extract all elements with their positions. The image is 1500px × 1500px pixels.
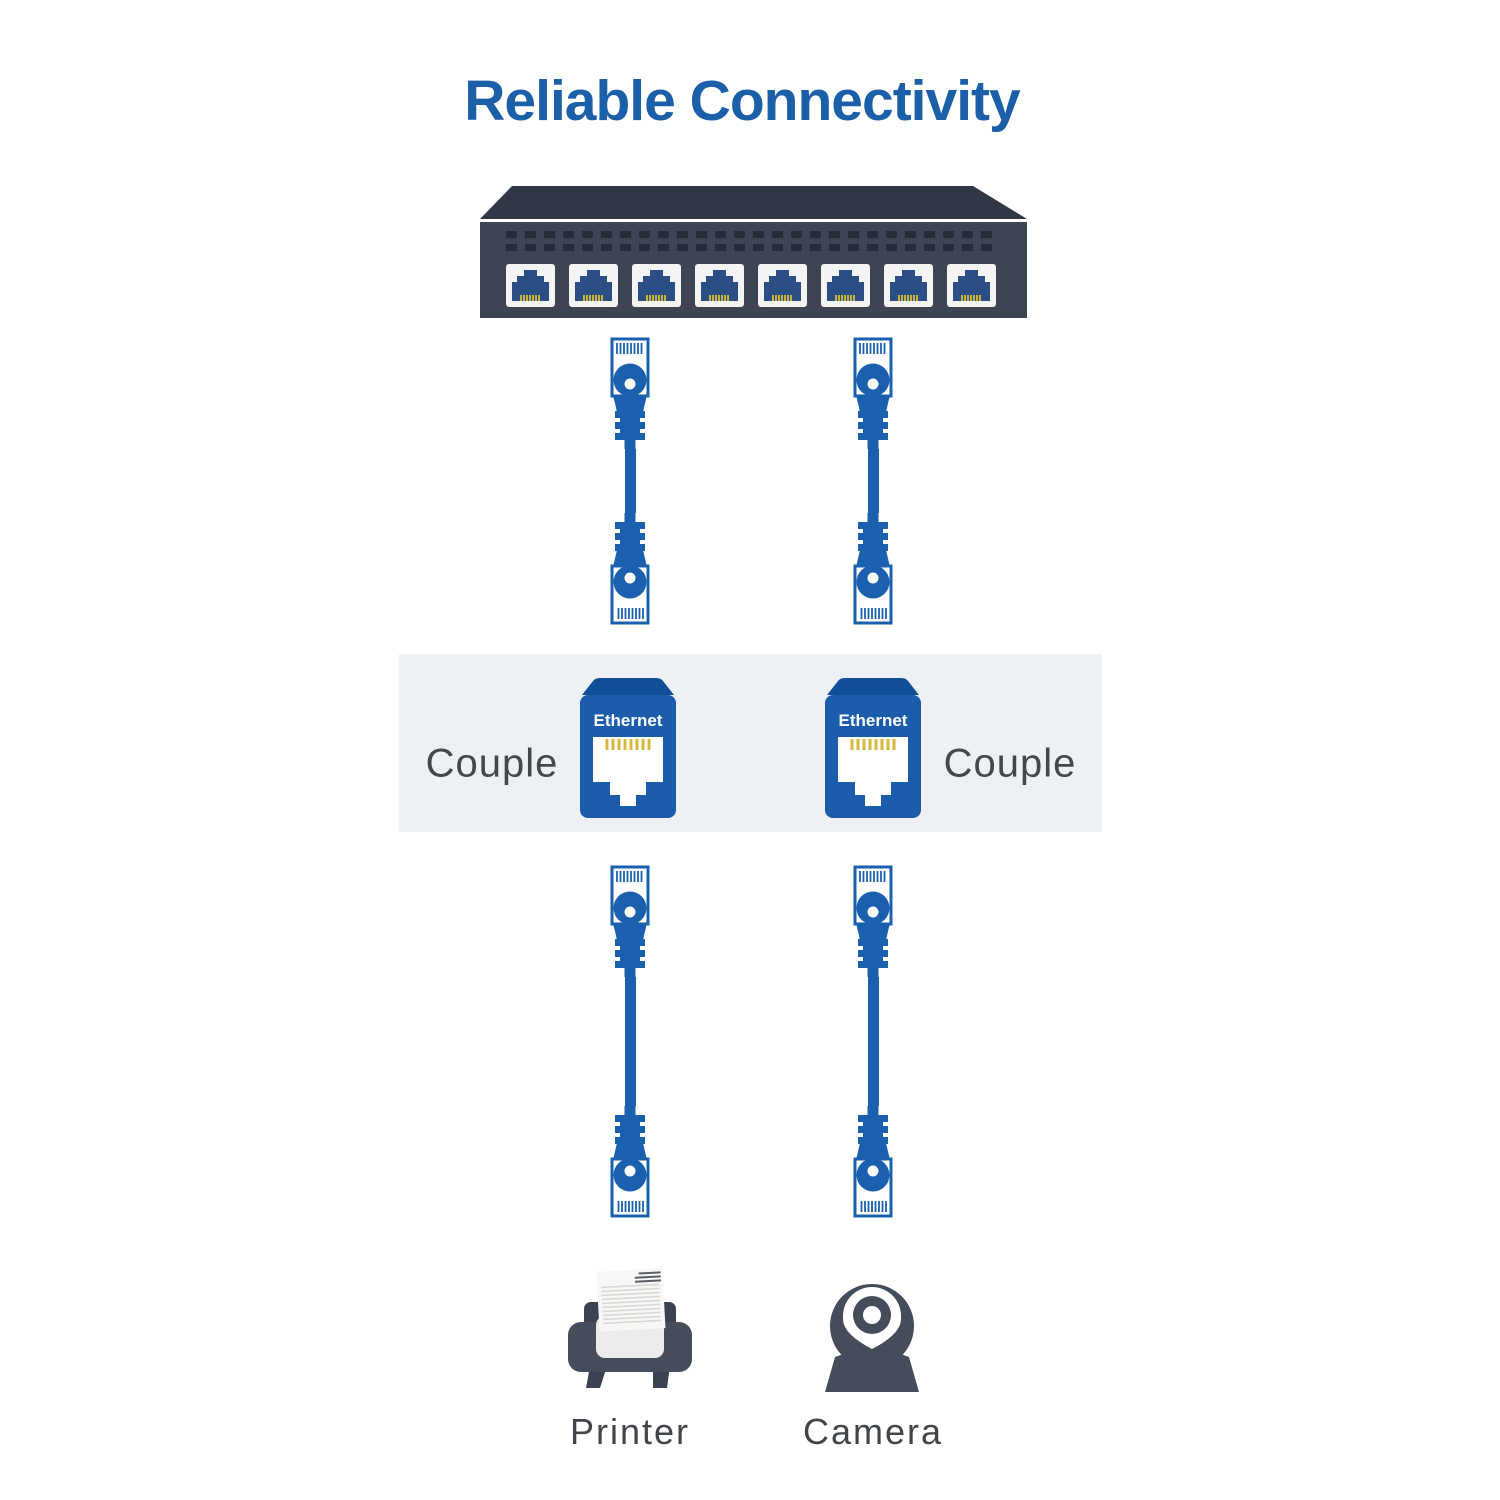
- camera-icon: [825, 1284, 919, 1392]
- rj45-plug-icon: [851, 513, 895, 625]
- rj45-plug-icon: [851, 1106, 895, 1218]
- couple-label-left: Couple: [425, 741, 559, 786]
- rj45-plug-icon: [608, 513, 652, 625]
- switch-vent-row: [506, 231, 993, 238]
- rj45-plug-icon: [608, 337, 652, 449]
- switch-port-icon: [947, 264, 996, 307]
- printer-icon: [568, 1268, 692, 1388]
- switch-port-icon: [821, 264, 870, 307]
- couple-label-right: Couple: [943, 741, 1077, 786]
- switch-vent-row: [506, 244, 993, 251]
- switch-top-face: [480, 186, 1027, 219]
- rj45-plug-icon: [851, 865, 895, 977]
- switch-port-icon: [569, 264, 618, 307]
- cable-wire: [624, 977, 636, 1106]
- rj45-coupler-icon-left: Ethernet: [580, 678, 676, 818]
- switch-port-icon: [695, 264, 744, 307]
- rj45-coupler-icon-right: Ethernet: [825, 678, 921, 818]
- cable-wire: [867, 449, 879, 513]
- patch-cable-upper-left-icon: [608, 337, 652, 625]
- cable-wire: [867, 977, 879, 1106]
- patch-cable-lower-right-icon: [851, 865, 895, 1218]
- switch-port-icon: [506, 264, 555, 307]
- switch-port-icon: [632, 264, 681, 307]
- patch-cable-upper-right-icon: [851, 337, 895, 625]
- rj45-plug-icon: [608, 1106, 652, 1218]
- coupler-ethernet-label: Ethernet: [594, 711, 663, 730]
- coupler-ethernet-label: Ethernet: [839, 711, 908, 730]
- printer-label: Printer: [569, 1411, 691, 1452]
- patch-cable-lower-left-icon: [608, 865, 652, 1218]
- rj45-plug-icon: [851, 337, 895, 449]
- switch-port-row: [506, 264, 996, 307]
- camera-label: Camera: [802, 1411, 944, 1452]
- switch-port-icon: [758, 264, 807, 307]
- rj45-plug-icon: [608, 865, 652, 977]
- switch-port-icon: [884, 264, 933, 307]
- coupler-highlight-band: [399, 654, 1102, 832]
- cable-wire: [624, 449, 636, 513]
- page-title: Reliable Connectivity: [464, 69, 1020, 133]
